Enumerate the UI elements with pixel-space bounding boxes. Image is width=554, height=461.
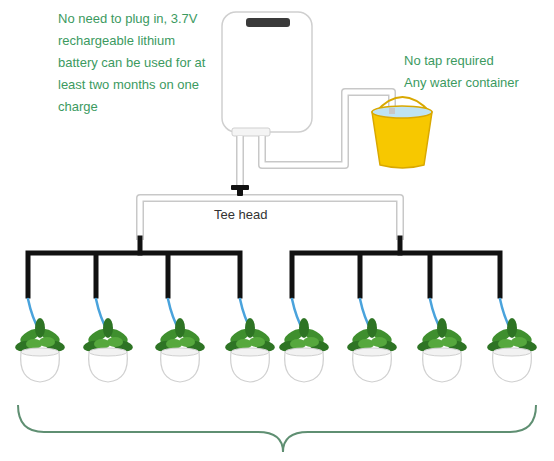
water-bucket	[372, 97, 432, 168]
container-note: Any water container	[404, 74, 519, 92]
potted-plant	[14, 318, 537, 382]
tee-connector	[231, 185, 249, 196]
battery-note: No need to plug in, 3.7V rechargeable li…	[58, 8, 216, 118]
pump-device	[222, 12, 312, 136]
tee-label: Tee head	[214, 206, 268, 224]
curly-brace	[18, 405, 536, 452]
drip-manifold	[28, 238, 500, 296]
white-tubing	[140, 92, 400, 240]
tap-note: No tap required	[404, 52, 494, 70]
